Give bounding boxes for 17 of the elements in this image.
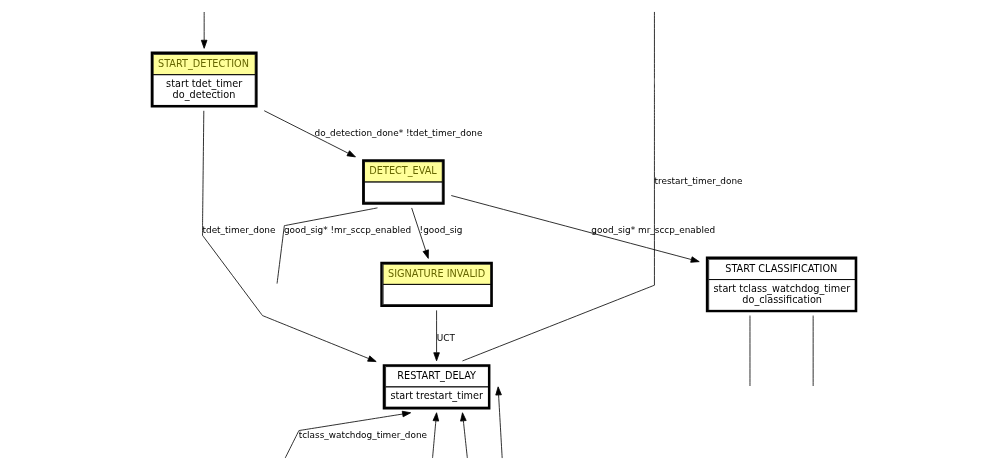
connector	[276, 207, 378, 284]
edge-label: tclass_watchdog_timer_done	[298, 429, 428, 440]
edge-label: UCT	[436, 332, 455, 343]
arrow	[411, 207, 429, 259]
connector	[462, 11, 655, 362]
arrow	[450, 195, 700, 263]
arrow	[432, 412, 440, 459]
edge-label: !good_sig	[419, 224, 463, 235]
arrow	[460, 412, 468, 459]
edge-label: do_detection_done* !tdet_timer_done	[314, 127, 483, 138]
arrow	[200, 11, 208, 49]
arrow	[284, 410, 412, 459]
arrow	[202, 110, 377, 362]
arrow	[433, 310, 440, 362]
arrow	[263, 110, 356, 158]
edge-label: good_sig* !mr_sccp_enabled	[283, 224, 412, 235]
arrow	[495, 386, 503, 459]
